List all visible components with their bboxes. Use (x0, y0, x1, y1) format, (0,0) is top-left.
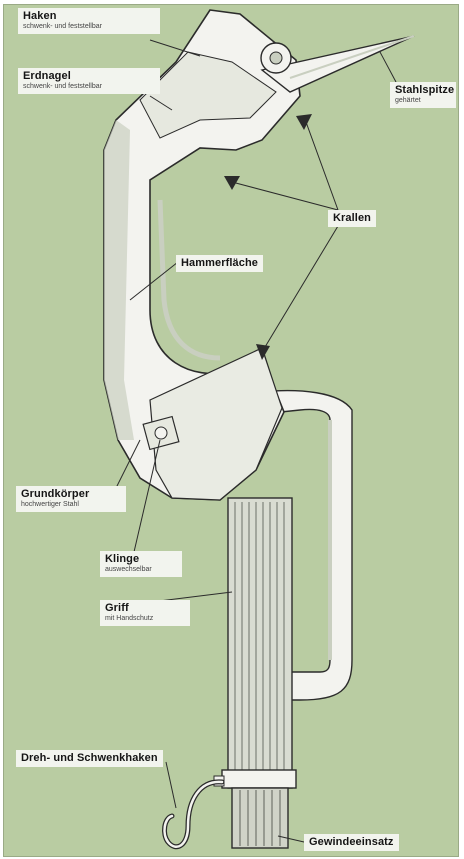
label-gewinde-title: Gewindeeinsatz (309, 836, 394, 848)
claw-2 (296, 114, 312, 130)
label-stahlspitze-sub: gehärtet (395, 97, 451, 105)
label-haken-title: Haken (23, 10, 155, 22)
label-stahlspitze-title: Stahlspitze (395, 84, 451, 96)
label-grundkoerper-title: Grundkörper (21, 488, 121, 500)
label-grundkoerper: Grundkörper hochwertiger Stahl (16, 486, 126, 512)
label-hammerflaeche-title: Hammerfläche (181, 257, 258, 269)
label-grundkoerper-sub: hochwertiger Stahl (21, 501, 121, 509)
label-krallen: Krallen (328, 210, 376, 227)
label-haken: Haken schwenk- und feststellbar (18, 8, 160, 34)
label-erdnagel-title: Erdnagel (23, 70, 155, 82)
label-gewinde: Gewindeeinsatz (304, 834, 399, 851)
collar-ring (222, 770, 296, 788)
label-klinge-title: Klinge (105, 553, 177, 565)
label-krallen-title: Krallen (333, 212, 371, 224)
swivel-hook (165, 782, 222, 847)
label-klinge-sub: auswechselbar (105, 566, 177, 574)
label-hammerflaeche: Hammerfläche (176, 255, 263, 272)
label-griff-title: Griff (105, 602, 185, 614)
grip (228, 498, 292, 788)
label-griff-sub: mit Handschutz (105, 615, 185, 623)
label-drehhaken: Dreh- und Schwenkhaken (16, 750, 163, 767)
label-griff: Griff mit Handschutz (100, 600, 190, 626)
label-haken-sub: schwenk- und feststellbar (23, 23, 155, 31)
label-erdnagel: Erdnagel schwenk- und feststellbar (18, 68, 160, 94)
label-erdnagel-sub: schwenk- und feststellbar (23, 83, 155, 91)
label-drehhaken-title: Dreh- und Schwenkhaken (21, 752, 158, 764)
label-klinge: Klinge auswechselbar (100, 551, 182, 577)
label-stahlspitze: Stahlspitze gehärtet (390, 82, 456, 108)
